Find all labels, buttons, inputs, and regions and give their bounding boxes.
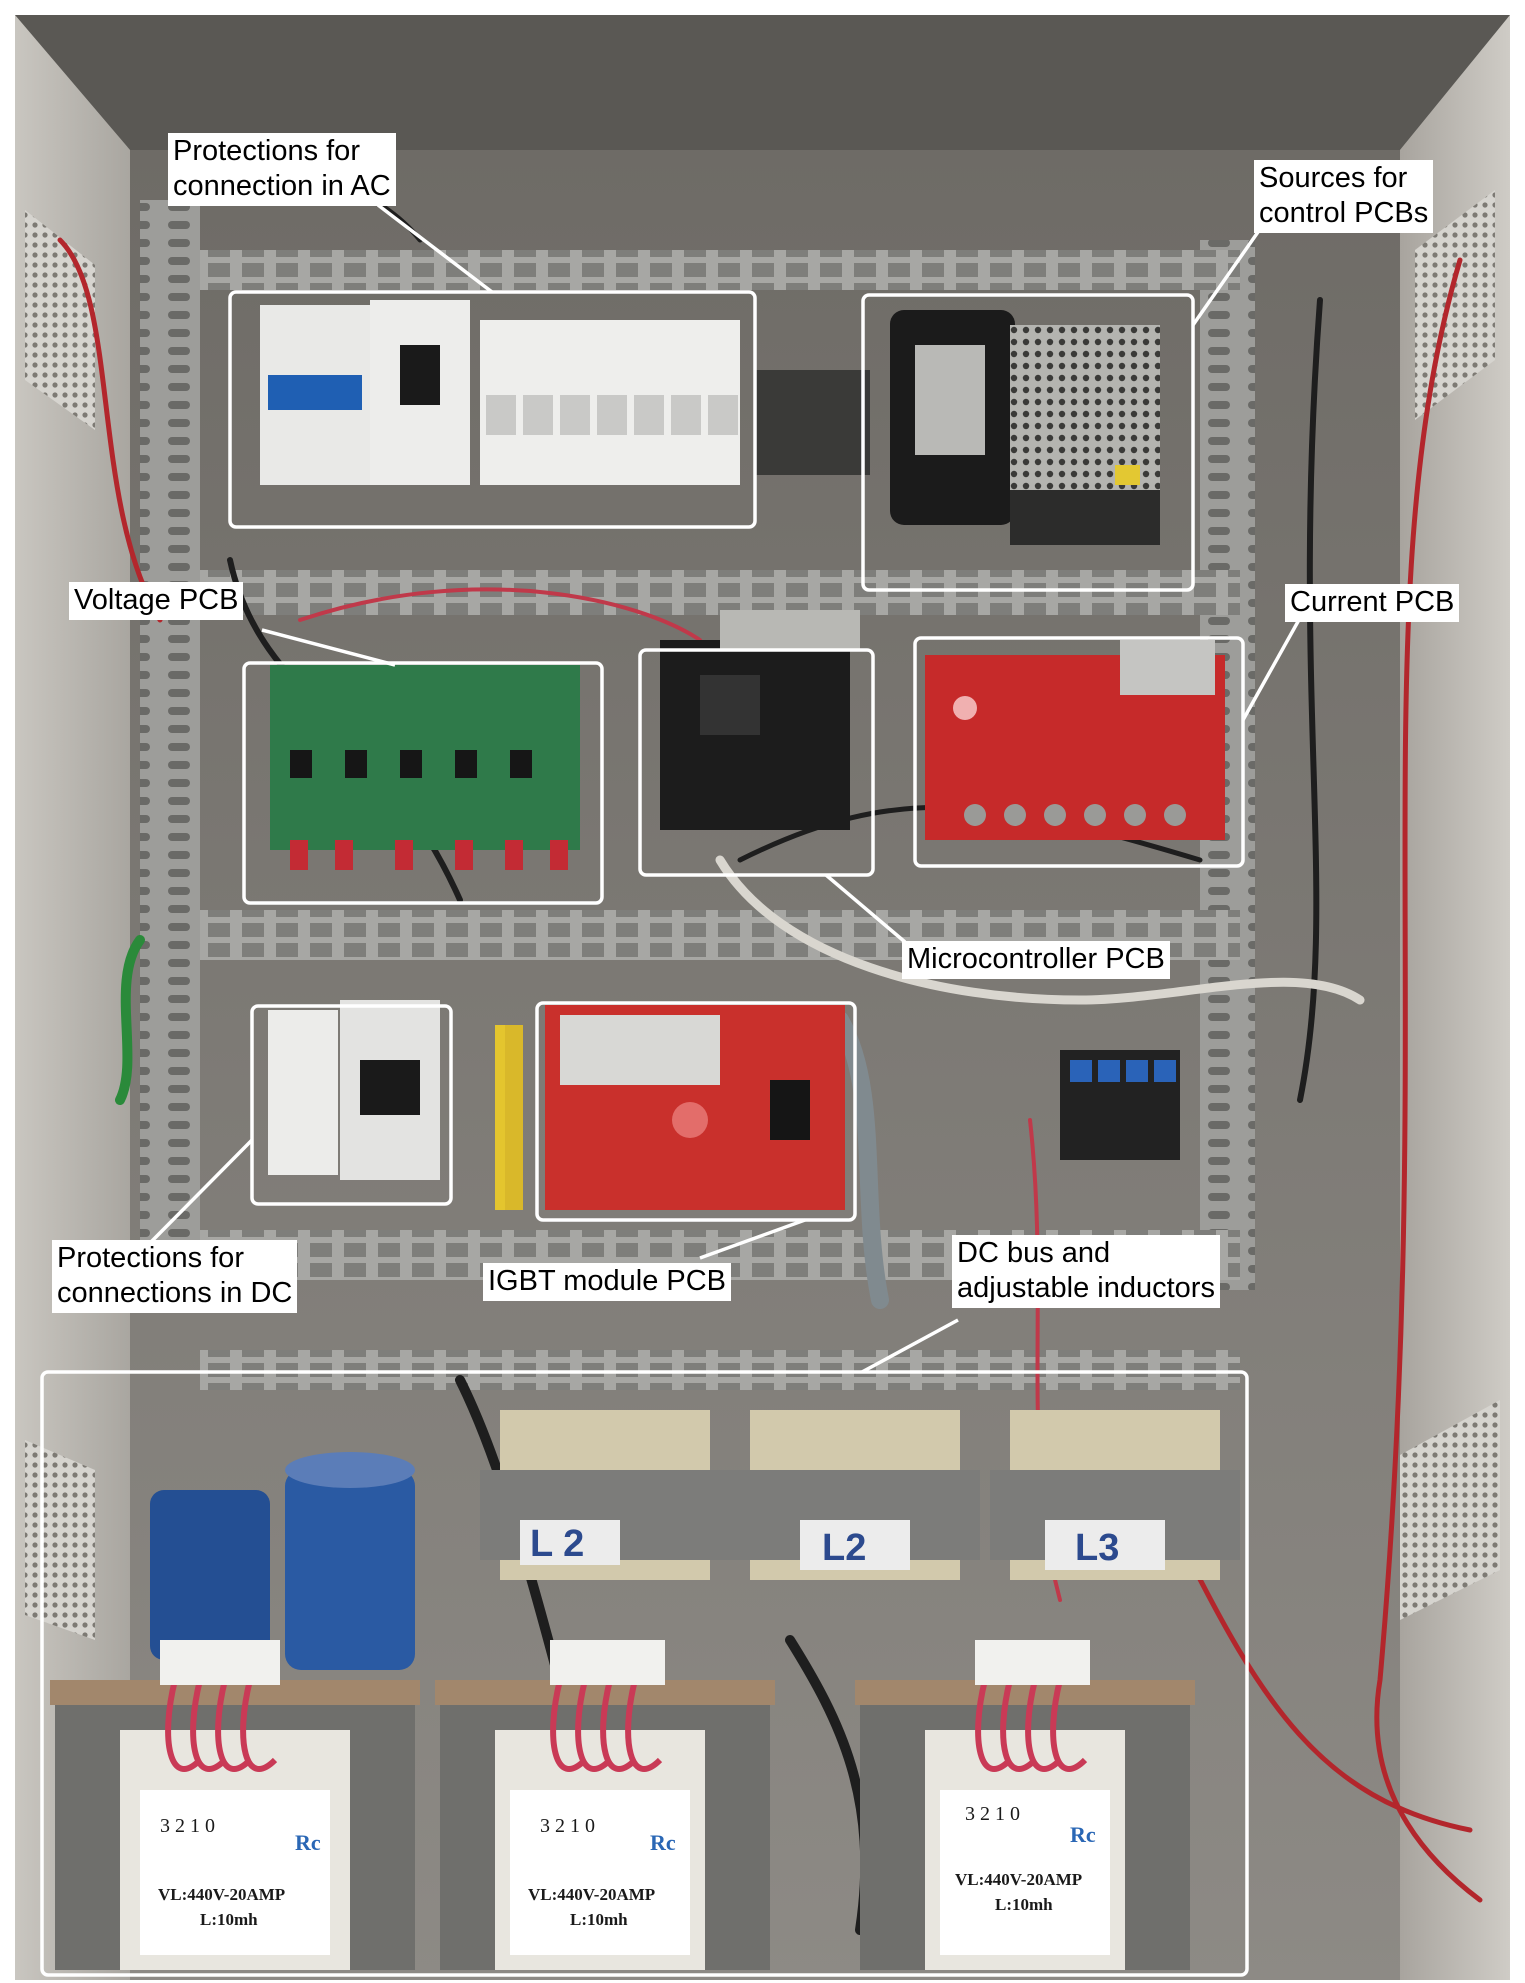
adjustable-inductor-2	[435, 1680, 775, 1970]
inductance-text: L:10mh	[995, 1895, 1053, 1914]
callout-voltage-pcb: Voltage PCB	[69, 582, 244, 620]
adjustable-inductor-1	[50, 1680, 420, 1970]
callout-microcontroller-pcb: Microcontroller PCB	[902, 941, 1170, 979]
transformer-nameplates: 3 2 1 0 Rc VL:440V-20AMP L:10mh 3 2 1 0 …	[158, 1803, 1096, 1929]
inductance-text: L:10mh	[200, 1910, 258, 1929]
ac-breakers	[260, 300, 870, 485]
relay-module	[1060, 1050, 1180, 1160]
callout-dc-protections: Protections for connections in DC	[52, 1240, 298, 1313]
inductance-text: L:10mh	[570, 1910, 628, 1929]
brand-logo: Rc	[295, 1830, 321, 1855]
callout-igbt-pcb: IGBT module PCB	[483, 1263, 732, 1301]
callout-dc-bus: DC bus and adjustable inductors	[952, 1235, 1220, 1308]
tap-numbers: 3 2 1 0	[160, 1815, 215, 1837]
callout-control-sources: Sources for control PCBs	[1254, 160, 1434, 233]
inductor-label: L3	[1075, 1527, 1119, 1569]
dc-bus-box	[40, 1370, 1249, 1977]
callout-boxes	[40, 290, 1249, 1977]
dc-protections-box	[250, 1004, 453, 1206]
brand-logo: Rc	[1070, 1822, 1096, 1847]
tap-numbers: 3 2 1 0	[540, 1815, 595, 1837]
microcontroller-pcb-box	[638, 648, 875, 877]
adjustable-inductors	[50, 1640, 1195, 1970]
cabinet-ceiling	[15, 15, 1510, 150]
callout-ac-protections: Protections for connection in AC	[168, 133, 396, 206]
voltage-pcb-box	[242, 661, 604, 905]
brand-logo: Rc	[650, 1830, 676, 1855]
current-pcb-board	[925, 640, 1225, 840]
igbt-pcb-box	[535, 1001, 857, 1222]
callout-current-pcb: Current PCB	[1285, 584, 1460, 622]
rating-text: VL:440V-20AMP	[955, 1870, 1082, 1889]
dc-breakers	[268, 1000, 523, 1210]
ac-protections-box	[228, 290, 757, 529]
voltage-pcb-board	[270, 665, 580, 870]
tap-numbers: 3 2 1 0	[965, 1803, 1020, 1825]
control-sources-box	[861, 293, 1195, 592]
inductor-tags: L 2 L2 L3	[530, 1523, 1119, 1569]
dc-bus-capacitors	[150, 1452, 415, 1670]
microcontroller-pcb-board	[660, 610, 860, 830]
rating-text: VL:440V-20AMP	[158, 1885, 285, 1904]
rating-text: VL:440V-20AMP	[528, 1885, 655, 1904]
inductor-label: L 2	[530, 1523, 584, 1565]
adjustable-inductor-3	[855, 1680, 1195, 1970]
power-supplies	[890, 310, 1160, 545]
upper-inductors	[480, 1410, 1240, 1580]
current-pcb-box	[913, 636, 1245, 868]
igbt-pcb-board	[545, 1005, 845, 1210]
leader-lines	[148, 203, 1302, 1374]
inductor-label: L2	[822, 1527, 866, 1569]
